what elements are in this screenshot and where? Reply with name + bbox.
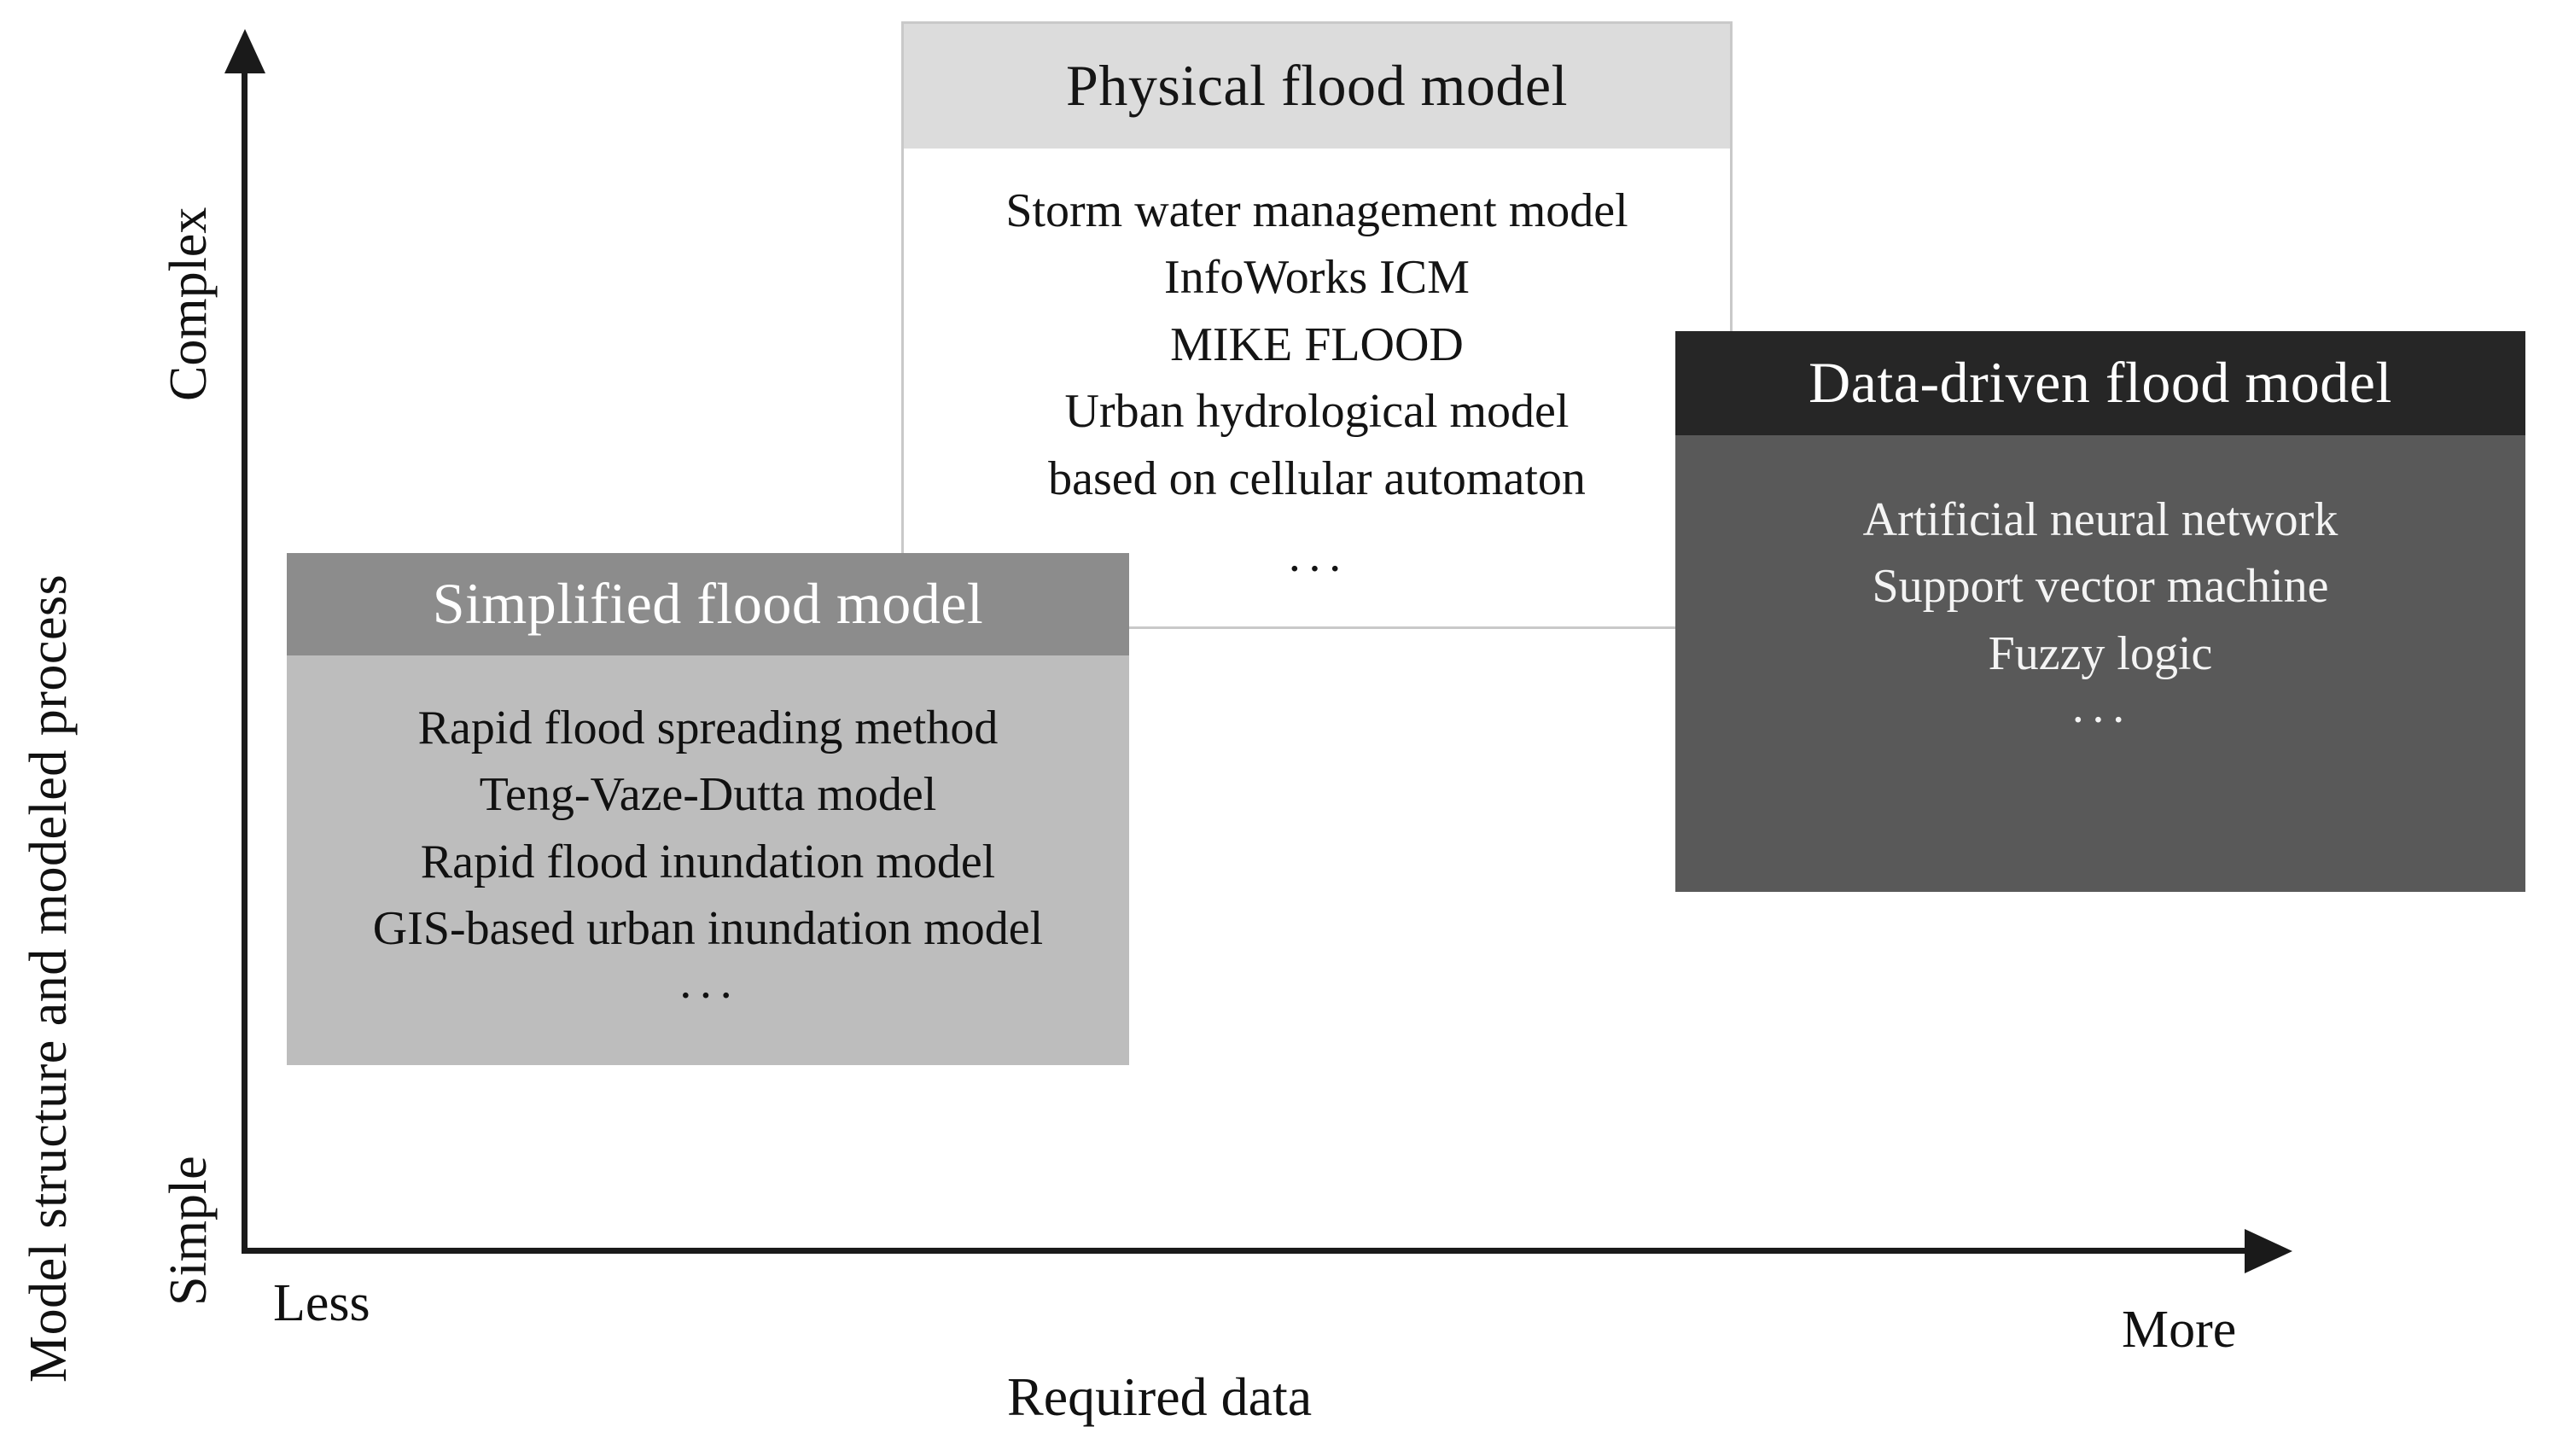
list-item: Urban hydrological model [1064,385,1570,439]
list-item: Rapid flood inundation model [420,835,996,888]
list-item: based on cellular automaton [1048,451,1586,505]
list-item: MIKE FLOOD [1170,317,1464,371]
list-ellipsis: ··· [678,969,738,1022]
physical-flood-model-items: Storm water management model InfoWorks I… [904,149,1730,603]
x-axis-left-label: Less [273,1274,370,1332]
data-driven-flood-model-box: Data-driven flood model Artificial neura… [1675,331,2525,892]
data-driven-flood-model-items: Artificial neural network Support vector… [1675,435,2525,754]
physical-flood-model-box: Physical flood model Storm water managem… [901,21,1733,629]
y-axis-arrow-icon [224,29,265,73]
list-ellipsis: ··· [2070,694,2131,748]
x-axis-arrow-icon [2245,1229,2292,1273]
list-item: InfoWorks ICM [1164,251,1470,305]
y-axis-top-label: Complex [160,207,218,401]
list-item: Fuzzy logic [1988,626,2213,680]
physical-flood-model-title: Physical flood model [904,24,1730,149]
x-axis-right-label: More [2122,1301,2237,1359]
list-ellipsis: ··· [1286,542,1348,596]
list-item: Teng-Vaze-Dutta model [479,768,937,822]
data-driven-flood-model-title: Data-driven flood model [1675,331,2525,435]
list-item: Storm water management model [1005,184,1628,237]
y-axis-title: Model structure and modeled process [20,574,78,1383]
x-axis-line [242,1248,2256,1254]
list-item: Rapid flood spreading method [417,702,999,754]
spacer [904,512,1730,536]
list-item: Artificial neural network [1862,493,2338,546]
y-axis-line [242,67,248,1253]
x-axis-title: Required data [1007,1366,1313,1427]
simplified-flood-model-title: Simplified flood model [287,553,1129,655]
simplified-flood-model-box: Simplified flood model Rapid flood sprea… [287,553,1129,1065]
list-item: Support vector machine [1872,560,2329,614]
list-item: GIS-based urban inundation model [372,902,1044,956]
y-axis-bottom-label: Simple [160,1156,218,1306]
simplified-flood-model-items: Rapid flood spreading method Teng-Vaze-D… [287,655,1129,1029]
